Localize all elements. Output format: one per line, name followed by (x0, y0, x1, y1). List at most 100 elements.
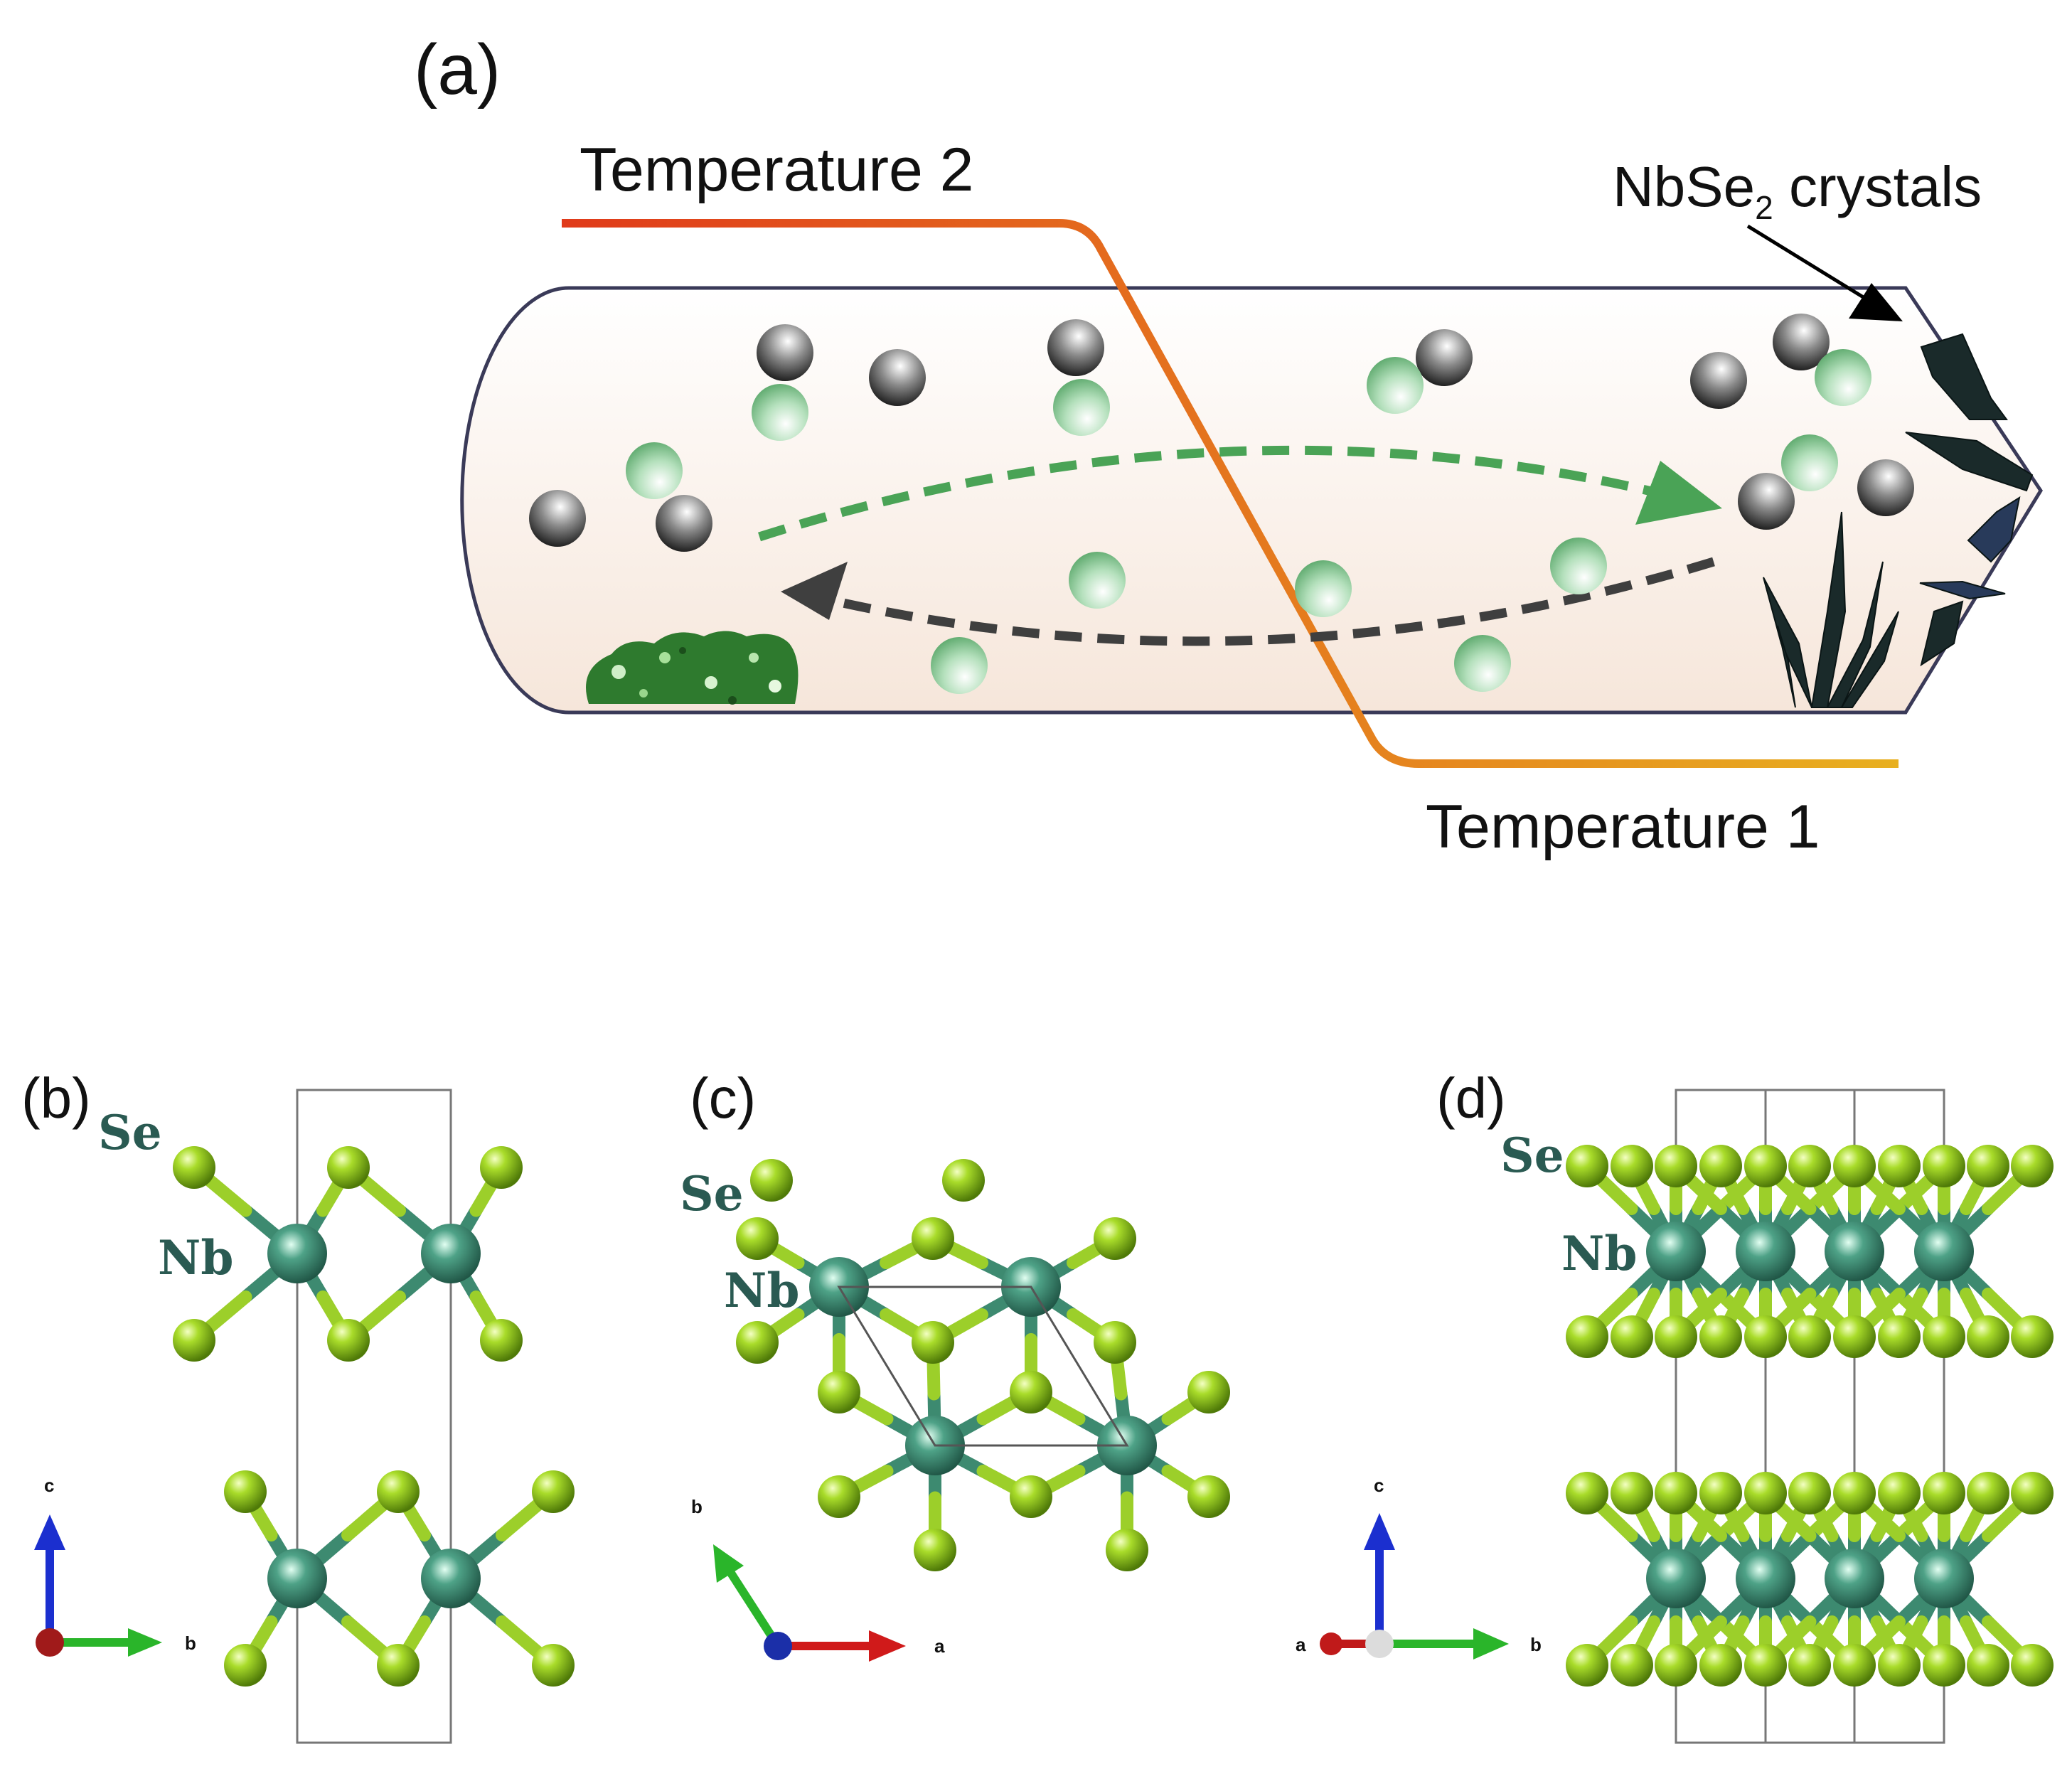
se-atom (173, 1146, 215, 1189)
se-atom (224, 1470, 267, 1513)
se-atom (942, 1159, 985, 1202)
panel-d-structure (1566, 1145, 2054, 1687)
se-atom (818, 1371, 860, 1413)
temperature-1-label: Temperature 1 (1426, 793, 1820, 861)
se-atom (1699, 1315, 1742, 1358)
se-atom (1611, 1644, 1653, 1687)
se-atom (1878, 1472, 1921, 1514)
panel-b-axis-c: c (44, 1475, 54, 1496)
se-atom (1655, 1644, 1697, 1687)
se-atom (1744, 1644, 1787, 1687)
se-atom (1744, 1315, 1787, 1358)
se-atom (736, 1321, 779, 1364)
panel-d: (d) Se Nb c b a (1296, 1067, 2054, 1744)
crystals-pointer-arrowhead (1849, 283, 1903, 321)
green-atoms (626, 349, 1871, 694)
temperature-2-label: Temperature 2 (580, 136, 974, 204)
nb-atom (1914, 1549, 1974, 1608)
nb-atom (1646, 1222, 1706, 1281)
se-atom (1699, 1644, 1742, 1687)
se-atom (1187, 1371, 1230, 1413)
panel-b-structure (173, 1146, 575, 1687)
se-atom (327, 1319, 370, 1362)
se-atom (1010, 1475, 1052, 1518)
se-atom (912, 1321, 954, 1364)
se-atom (1923, 1145, 1965, 1187)
panel-c-axes: b a (691, 1496, 945, 1662)
transport-arrowhead-gray (781, 562, 848, 620)
se-atom (1699, 1145, 1742, 1187)
panel-a: (a) Temperature 2 Temperature 1 NbSe2 cr… (414, 30, 2043, 861)
nb-atom (1914, 1222, 1974, 1281)
se-atom (1655, 1315, 1697, 1358)
panel-c-nb-label: Nb (724, 1263, 799, 1318)
se-atom (1967, 1644, 2009, 1687)
panel-c-axis-b: b (691, 1496, 703, 1517)
panel-b-axes: c b (34, 1475, 196, 1657)
panel-b-se-label: Se (98, 1105, 162, 1160)
se-atom (1833, 1472, 1876, 1514)
nbse2-crystals-label: NbSe2 crystals (1613, 155, 1982, 226)
se-atom (1967, 1472, 2009, 1514)
se-atom (480, 1319, 523, 1362)
se-atom (1923, 1315, 1965, 1358)
panel-d-se-label: Se (1500, 1128, 1564, 1183)
nb-atom (1825, 1222, 1884, 1281)
se-atom (480, 1146, 523, 1189)
nb-atom (1736, 1549, 1795, 1608)
panel-b-label: (b) (21, 1067, 91, 1130)
se-atom (1923, 1644, 1965, 1687)
source-powder (586, 631, 799, 705)
se-atom (1878, 1315, 1921, 1358)
se-atom (1744, 1145, 1787, 1187)
se-atom (1744, 1472, 1787, 1514)
nb-atom (1825, 1549, 1884, 1608)
se-atom (1788, 1644, 1831, 1687)
se-atom (736, 1217, 779, 1260)
gray-atoms (529, 314, 1914, 552)
se-atom (1566, 1145, 1608, 1187)
panel-d-axis-a: a (1296, 1634, 1306, 1655)
panel-c-axis-a: a (934, 1635, 945, 1657)
panel-d-label: (d) (1436, 1067, 1506, 1130)
se-atom (1106, 1529, 1148, 1571)
se-atom (818, 1475, 860, 1518)
se-atom (532, 1644, 575, 1687)
panel-b-nb-label: Nb (158, 1230, 233, 1286)
se-atom (1833, 1644, 1876, 1687)
se-atom (1566, 1315, 1608, 1358)
panel-a-label: (a) (414, 30, 501, 109)
se-atom (532, 1470, 575, 1513)
se-atom (1655, 1472, 1697, 1514)
se-atom (1788, 1315, 1831, 1358)
se-atom (1187, 1475, 1230, 1518)
panel-b-axis-b: b (185, 1632, 196, 1654)
se-atom (1655, 1145, 1697, 1187)
nb-atom (267, 1224, 327, 1283)
se-atom (1611, 1472, 1653, 1514)
panel-b-unit-cell (296, 1089, 452, 1744)
panel-d-axis-c: c (1374, 1475, 1384, 1496)
se-atom (750, 1159, 793, 1202)
se-atom (912, 1217, 954, 1260)
panel-b: (b) Se Nb c b (21, 1067, 575, 1744)
transport-arrowhead-green (1635, 461, 1722, 525)
se-atom (1788, 1472, 1831, 1514)
panel-d-nb-label: Nb (1561, 1226, 1637, 1281)
nb-atom (267, 1549, 327, 1608)
se-atom (1699, 1472, 1742, 1514)
se-atom (377, 1644, 420, 1687)
se-atom (1010, 1371, 1052, 1413)
nb-atom (1736, 1222, 1795, 1281)
se-atom (2011, 1315, 2054, 1358)
panel-d-axes: c b a (1296, 1475, 1542, 1660)
transport-arrow-green (758, 445, 1694, 542)
se-atom (1788, 1145, 1831, 1187)
se-atom (173, 1319, 215, 1362)
se-atom (1094, 1321, 1136, 1364)
panel-c: (c) Se Nb b a (680, 1067, 1230, 1662)
crystals-pointer-arrow (1746, 224, 1879, 308)
nbse2-crystal-deposit (1763, 333, 2034, 708)
nb-atom (421, 1549, 481, 1608)
se-atom (377, 1470, 420, 1513)
